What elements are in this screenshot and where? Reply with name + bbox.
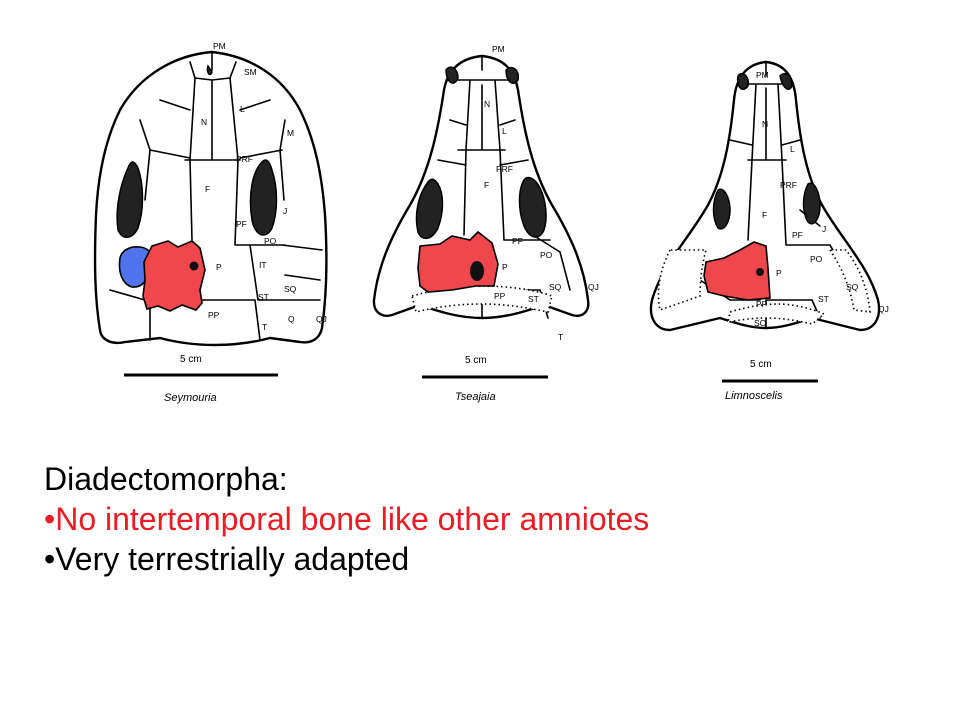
label-l: L [502, 126, 507, 136]
label-pm: PM [492, 44, 505, 54]
label-f: F [205, 184, 210, 194]
orbit-left [415, 178, 444, 240]
parietal-highlight-red [703, 241, 771, 301]
skull-seymouria: PM SM M N L PRF F J PF PO P IT SQ ST PP … [93, 41, 328, 404]
label-pf: PF [512, 236, 523, 246]
pm-mark-left [445, 66, 459, 84]
pineal-foramen [756, 268, 764, 276]
label-t: T [262, 322, 267, 332]
label-prf: PRF [780, 180, 797, 190]
orbit-right [802, 182, 821, 225]
temporal-dotted-right [828, 249, 871, 313]
label-sm: SM [244, 67, 257, 77]
parietal-highlight-red [142, 240, 206, 312]
label-pp: PP [756, 299, 768, 309]
label-m: M [287, 128, 294, 138]
pineal-foramen [189, 261, 199, 271]
bullet-terrestrial: •Very terrestrially adapted [44, 541, 410, 577]
label-pf: PF [236, 219, 247, 229]
label-pm: PM [213, 41, 226, 51]
label-q: Q [288, 314, 295, 324]
label-st: ST [258, 292, 269, 302]
orbit-right [249, 159, 278, 236]
pineal-foramen [470, 261, 484, 281]
occipital-dotted [411, 285, 553, 313]
label-prf: PRF [236, 154, 253, 164]
skull-sutures [109, 51, 323, 341]
label-sq: SQ [846, 282, 859, 292]
label-prf: PRF [496, 164, 513, 174]
label-po: PO [264, 236, 277, 246]
label-j: J [283, 206, 287, 216]
orbit-right [518, 176, 547, 238]
pm-mark-left [736, 72, 750, 90]
skull-limnoscelis: PM N L PRF F J PF PO P SQ PP ST QJ SO 5 … [649, 60, 889, 402]
slide-text: Diadectomorpha: •No intertemporal bone l… [44, 459, 924, 579]
label-qj: QJ [316, 314, 327, 324]
label-p: P [502, 262, 508, 272]
label-sq: SQ [549, 282, 562, 292]
label-po: PO [540, 250, 553, 260]
skull-caption: Tseajaia [455, 391, 496, 403]
slide-heading: Diadectomorpha: [44, 461, 288, 497]
label-pp: PP [494, 291, 506, 301]
label-f: F [484, 180, 489, 190]
label-sq: SQ [284, 284, 297, 294]
label-pp: PP [208, 310, 220, 320]
skull-caption: Limnoscelis [725, 390, 783, 402]
pm-mark-right [779, 72, 793, 90]
pm-mark-right [505, 66, 520, 84]
label-st: ST [528, 294, 539, 304]
label-p: P [776, 268, 782, 278]
label-f: F [762, 210, 767, 220]
label-so: SO [754, 318, 767, 328]
label-l: L [790, 144, 795, 154]
skull-pm-notch [206, 64, 213, 76]
label-st: ST [818, 294, 829, 304]
label-n: N [484, 99, 490, 109]
label-it: IT [259, 260, 267, 270]
label-qj: QJ [878, 304, 889, 314]
label-l: L [240, 104, 245, 114]
skull-comparison-figure: PM SM M N L PRF F J PF PO P IT SQ ST PP … [93, 41, 889, 404]
label-pm: PM [756, 70, 769, 80]
label-n: N [762, 119, 768, 129]
temporal-dotted-left [657, 249, 708, 312]
label-j: J [822, 224, 826, 234]
orbit-left [712, 188, 731, 230]
orbit-left [116, 161, 144, 238]
scale-label: 5 cm [750, 359, 772, 370]
bullet-intertemporal: •No intertemporal bone like other amniot… [44, 501, 650, 537]
label-p: P [216, 262, 222, 272]
scale-label: 5 cm [465, 355, 487, 366]
label-pf: PF [792, 230, 803, 240]
label-n: N [201, 117, 207, 127]
skull-caption: Seymouria [164, 392, 217, 404]
skull-tseajaia: PM N L PRF F PF PO P SQ QJ PP ST T 5 cm … [372, 44, 599, 403]
occipital-dotted [726, 303, 826, 325]
label-t: T [558, 332, 563, 342]
label-qj: QJ [588, 282, 599, 292]
label-po: PO [810, 254, 823, 264]
scale-label: 5 cm [180, 354, 202, 365]
